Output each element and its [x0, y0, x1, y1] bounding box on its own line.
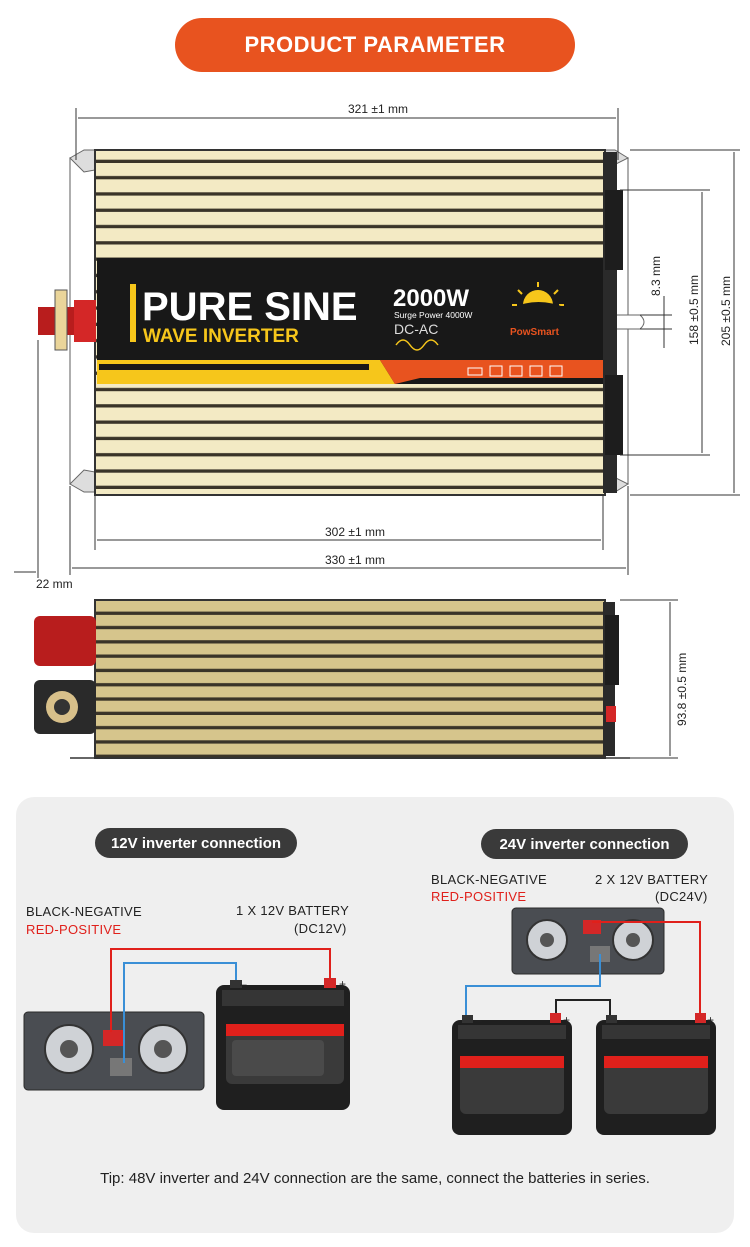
- mounting-ear-left-bottom: [69, 469, 96, 493]
- dim-slot-width: 8.3 mm: [649, 256, 663, 296]
- sine-wave-icon: [395, 339, 439, 351]
- dc-ac-label: DC-AC: [394, 321, 438, 337]
- top-view-diagram: PURE SINE WAVE INVERTER 2000W Surge Powe…: [14, 102, 740, 759]
- label-12v-battery: 1 X 12V BATTERY: [236, 903, 350, 918]
- dim-outer-width: 205 ±0.5 mm: [719, 276, 733, 346]
- brand-line2: WAVE INVERTER: [143, 326, 299, 347]
- application-icons: [467, 365, 563, 377]
- side-view: [34, 599, 630, 759]
- logo-text: PowSmart: [510, 327, 560, 338]
- dim-body-length: 302 ±1 mm: [325, 525, 385, 539]
- label-24v-battery: 2 X 12V BATTERY: [595, 872, 709, 887]
- title-24v-connection: 24V inverter connection: [481, 829, 688, 859]
- brand-line1: PURE SINE: [142, 285, 358, 329]
- label-24v-battery-voltage: (DC24V): [655, 889, 708, 904]
- label-24v-negative: BLACK-NEGATIVE: [431, 872, 547, 887]
- fan-vent-top: [605, 190, 623, 270]
- powsmart-logo-icon: [512, 282, 566, 322]
- dim-base-length: 330 ±1 mm: [325, 553, 385, 567]
- connection-panel: [16, 797, 734, 1233]
- mounting-ear-left: [69, 149, 96, 173]
- label-12v-positive: RED-POSITIVE: [26, 922, 122, 937]
- label-12v-negative: BLACK-NEGATIVE: [26, 904, 142, 919]
- label-24v-positive: RED-POSITIVE: [431, 889, 527, 904]
- dim-height: 93.8 ±0.5 mm: [675, 653, 689, 726]
- surge-power: Surge Power 4000W: [394, 310, 472, 320]
- label-12v-battery-voltage: (DC12V): [294, 921, 347, 936]
- tip-text: Tip: 48V inverter and 24V connection are…: [100, 1170, 650, 1187]
- dim-inner-width: 158 ±0.5 mm: [687, 275, 701, 345]
- power-rating: 2000W: [393, 285, 469, 312]
- dim-terminal-offset: 22 mm: [36, 577, 73, 591]
- dc-terminal: [38, 289, 96, 351]
- dim-overall-length: 321 ±1 mm: [348, 102, 408, 116]
- title-12v-connection: 12V inverter connection: [95, 828, 297, 858]
- fan-vent-bottom: [605, 375, 623, 455]
- section-title: PRODUCT PARAMETER: [175, 18, 575, 72]
